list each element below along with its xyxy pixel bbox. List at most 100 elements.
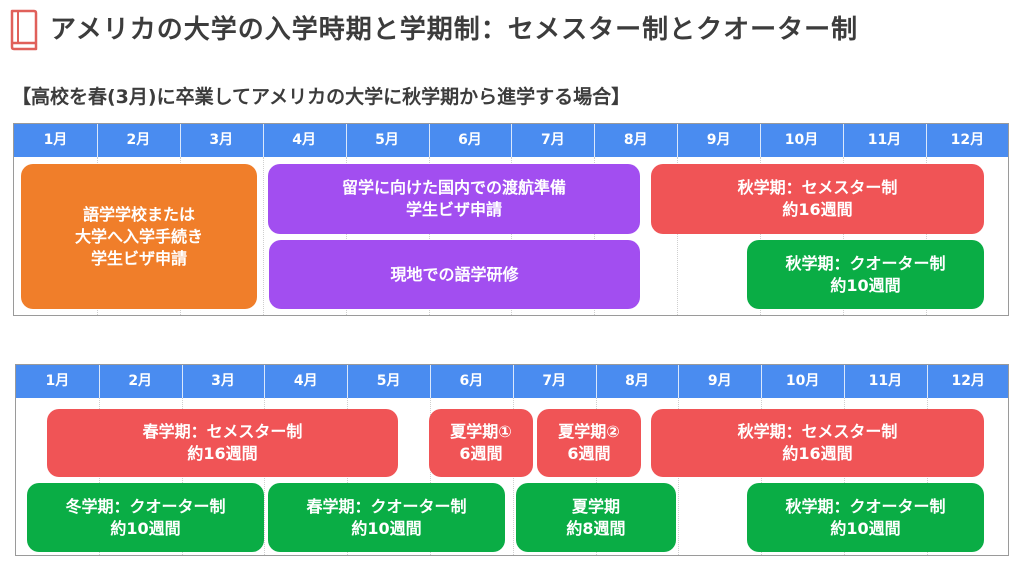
term-bar-label: 春学期：クオーター制: [306, 496, 467, 516]
term-bar-label: 約16週間: [782, 444, 853, 463]
month-label: 1月: [45, 373, 70, 389]
term-bar-label: 語学学校または: [82, 204, 195, 224]
month-gridline: [843, 157, 844, 315]
term-bar-label: 春学期：セメスター制: [142, 422, 303, 441]
month-label: 4月: [292, 132, 316, 148]
term-bar-label: 夏学期: [571, 496, 620, 516]
month-label: 6月: [458, 132, 482, 148]
month-gridline: [262, 157, 264, 315]
term-bar-label: 秋学期：セメスター制: [737, 422, 898, 441]
month-label: 12月: [950, 132, 985, 148]
month-label: 3月: [209, 132, 234, 148]
month-separator: [511, 124, 513, 157]
term-bar: 秋学期：セメスター制約16週間: [651, 164, 984, 234]
term-bar-label: 学生ビザ申請: [405, 200, 502, 219]
month-label: 10月: [784, 132, 819, 148]
month-gridline: [345, 157, 347, 315]
month-separator: [843, 124, 844, 157]
month-label: 5月: [375, 132, 399, 148]
month-label: 2月: [128, 373, 153, 389]
month-gridline: [428, 157, 430, 315]
month-separator: [262, 124, 264, 157]
month-label: 11月: [867, 132, 902, 148]
month-separator: [760, 124, 762, 157]
month-separator: [925, 124, 927, 157]
month-separator: [347, 365, 349, 398]
term-bar: 語学学校または大学へ入学手続き学生ビザ申請: [21, 164, 257, 309]
term-bar-label: 秋学期：クオーター制: [785, 253, 946, 273]
month-label: 12月: [951, 373, 985, 389]
month-label: 5月: [376, 373, 401, 389]
month-separator: [512, 365, 514, 398]
scenario-subtitle: 【高校を春(3月)に卒業してアメリカの大学に秋学期から進学する場合】: [12, 86, 631, 108]
term-bar: 秋学期：クオーター制約10週間: [747, 483, 984, 552]
month-gridline: [760, 157, 762, 315]
term-bar: 春学期：クオーター制約10週間: [268, 483, 505, 552]
term-bar-label: 約10週間: [110, 518, 181, 538]
month-separator: [428, 124, 430, 157]
month-separator: [594, 124, 596, 157]
term-bar-label: 夏学期②: [558, 422, 620, 441]
month-label: 1月: [43, 132, 68, 148]
month-label: 7月: [540, 132, 565, 148]
term-bar: 冬学期：クオーター制約10週間: [27, 483, 264, 552]
term-bar-label: 6週間: [459, 444, 503, 463]
month-separator: [844, 365, 845, 398]
term-bar-label: 約16週間: [782, 200, 853, 219]
term-bar-label: 夏学期①: [450, 422, 512, 441]
month-separator: [98, 365, 100, 398]
term-bar-label: 秋学期：セメスター制: [737, 178, 898, 197]
month-header: 1月 2月 3月 4月 5月 6月 7月 8月 9月 10月 11月 12月: [14, 124, 1008, 157]
month-separator: [761, 365, 763, 398]
month-gridline: [925, 157, 927, 315]
term-bar: 現地での語学研修: [269, 240, 640, 309]
month-label: 11月: [868, 373, 903, 389]
month-label: 2月: [126, 132, 151, 148]
month-separator: [595, 365, 597, 398]
page-title: アメリカの大学の入学時期と学期制：セメスター制とクオーター制: [50, 15, 859, 45]
term-bar-label: 秋学期：クオーター制: [785, 496, 946, 516]
month-separator: [181, 365, 183, 398]
month-label: 10月: [785, 373, 820, 389]
month-label: 7月: [542, 373, 567, 389]
term-bar: 夏学期約8週間: [516, 483, 676, 552]
term-bar-label: 留学に向けた国内での渡航準備: [341, 178, 566, 197]
month-label: 3月: [211, 373, 235, 389]
month-label: 8月: [623, 132, 648, 148]
term-bar-label: 約10週間: [830, 275, 901, 295]
term-bar-label: 約10週間: [351, 518, 422, 538]
timeline-preparation: 1月 2月 3月 4月 5月 6月 7月 8月 9月 10月 11月 12月 語学学校または大学へ入学…: [13, 123, 1009, 316]
term-bar-label: 約16週間: [187, 444, 258, 463]
term-bar: 秋学期：セメスター制約16週間: [651, 409, 984, 477]
month-label: 9月: [706, 132, 731, 148]
book-icon: [10, 9, 38, 51]
month-separator: [678, 365, 680, 398]
term-bar-label: 6週間: [567, 444, 611, 463]
term-bar-label: 約10週間: [830, 518, 901, 538]
month-gridline: [677, 157, 679, 315]
month-label: 6月: [459, 373, 484, 389]
term-bar-label: 冬学期：クオーター制: [65, 496, 226, 516]
term-bar-label: 現地での語学研修: [390, 264, 519, 284]
month-separator: [926, 365, 928, 398]
month-label: 9月: [707, 373, 732, 389]
month-separator: [345, 124, 347, 157]
month-separator: [179, 124, 181, 157]
month-separator: [430, 365, 431, 398]
term-bar: 夏学期② 6週間: [537, 409, 641, 477]
term-bar-label: 学生ビザ申請: [90, 248, 187, 268]
term-bar: 秋学期：クオーター制約10週間: [747, 240, 984, 309]
term-bar: 留学に向けた国内での渡航準備学生ビザ申請: [268, 164, 640, 234]
term-bar-label: 約8週間: [566, 518, 626, 538]
month-gridline: [594, 157, 596, 315]
month-label: 4月: [293, 373, 318, 389]
month-gridline: [511, 157, 513, 315]
term-bar: 夏学期① 6週間: [429, 409, 533, 477]
month-separator: [677, 124, 679, 157]
term-bar-label: 大学へ入学手続き: [74, 226, 203, 246]
month-separator: [96, 124, 98, 157]
month-separator: [264, 365, 266, 398]
term-bar: 春学期：セメスター制約16週間: [47, 409, 398, 477]
